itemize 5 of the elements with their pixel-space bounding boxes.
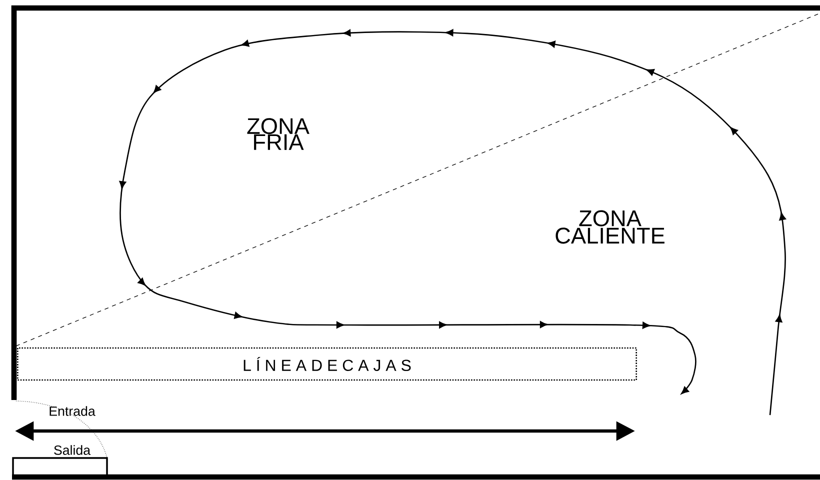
checkout-lane: L Í N E A D E C A J A S: [17, 347, 637, 381]
door-label: Entrada: [50, 406, 96, 416]
zone-label: ZONA FRIA: [247, 118, 310, 150]
zone-label: ZONA CALIENTE: [556, 210, 664, 244]
door-label: Salida: [54, 445, 91, 455]
